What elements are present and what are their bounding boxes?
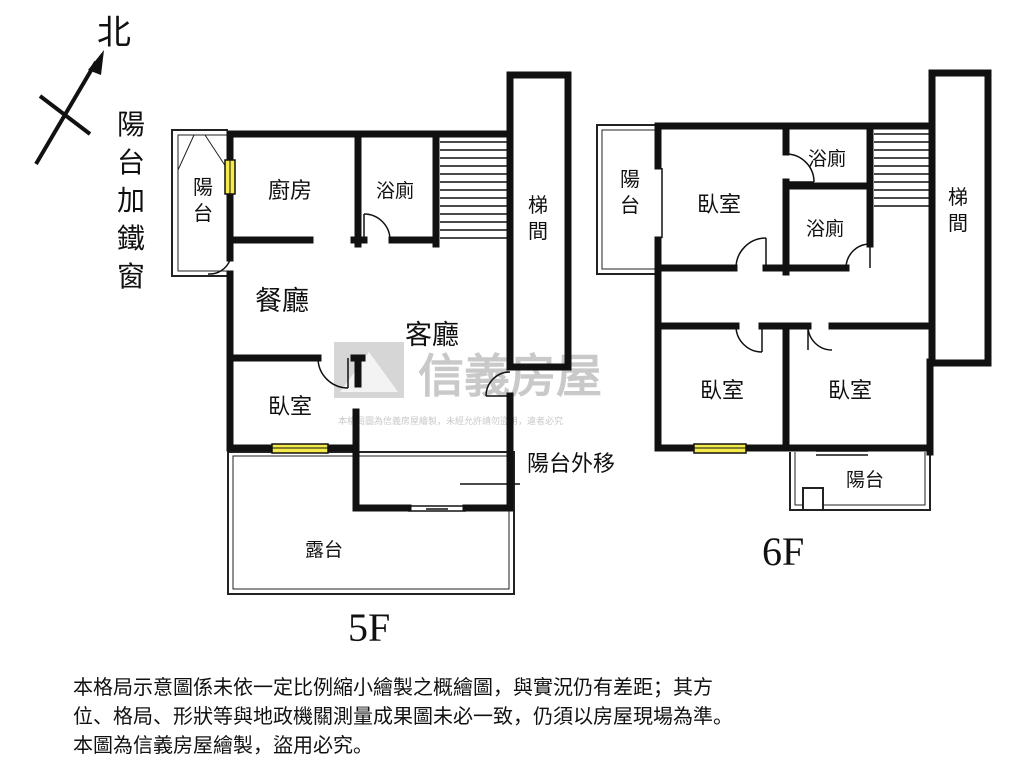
watermark: 信義房屋 本格局圖為信義房屋繪製，未經允許請勿盜用，違者必究 bbox=[334, 342, 602, 427]
terrace-label: 露台 bbox=[305, 539, 343, 561]
disclaimer-line-2: 位、格局、形狀等與地政機關測量成果圖未必一致，仍須以房屋現場為準。 bbox=[73, 704, 733, 728]
balcony-bottom-label: 陽台 bbox=[846, 469, 884, 491]
bedroom-c-label: 臥室 bbox=[828, 379, 872, 404]
dining-label: 餐廳 bbox=[255, 286, 309, 317]
north-label: 北 bbox=[97, 13, 131, 53]
balcony-iron-note: 陽台加鐵窗 bbox=[117, 108, 145, 293]
disclaimer-line-3: 本圖為信義房屋繪製，盜用必究。 bbox=[73, 733, 373, 757]
stairs-5f bbox=[440, 141, 507, 239]
floor-5f: 廚房 浴廁 餐廳 客廳 臥室 露台 梯間 陽台 陽台加鐵窗 陽台外移 5F bbox=[117, 71, 615, 650]
watermark-notice: 本格局圖為信義房屋繪製，未經允許請勿盜用，違者必究 bbox=[338, 415, 563, 427]
kitchen-label: 廚房 bbox=[268, 179, 312, 204]
floor-label-5f: 5F bbox=[348, 605, 390, 650]
floor-label-6f: 6F bbox=[762, 529, 804, 574]
stairs-6f bbox=[874, 133, 929, 207]
balcony-move-note: 陽台外移 bbox=[527, 452, 615, 477]
bedroom-b-label: 臥室 bbox=[700, 379, 744, 404]
living-label: 客廳 bbox=[405, 320, 459, 351]
stair-label-5f: 梯間 bbox=[528, 193, 548, 243]
disclaimer-line-1: 本格局示意圖係未依一定比例縮小繪製之概繪圖，與實況仍有差距；其方 bbox=[73, 675, 713, 699]
bath-b-label: 浴廁 bbox=[806, 217, 844, 240]
stair-label-6f: 梯間 bbox=[948, 185, 968, 235]
north-compass: 北 bbox=[34, 13, 131, 166]
balcony-left-label: 陽台 bbox=[620, 167, 640, 217]
north-arrow-icon bbox=[34, 60, 98, 166]
floor-6f: 臥室 浴廁 浴廁 臥室 臥室 陽台 梯間 陽台 6F bbox=[596, 69, 992, 574]
balcony-label-5f: 陽台 bbox=[193, 175, 213, 225]
disclaimer: 本格局示意圖係未依一定比例縮小繪製之概繪圖，與實況仍有差距；其方 位、格局、形狀… bbox=[73, 673, 973, 760]
bath-label-5f: 浴廁 bbox=[376, 179, 414, 202]
bedroom-label-5f: 臥室 bbox=[268, 395, 312, 420]
bedroom-a-label: 臥室 bbox=[697, 193, 741, 218]
bath-a-label: 浴廁 bbox=[808, 147, 846, 170]
